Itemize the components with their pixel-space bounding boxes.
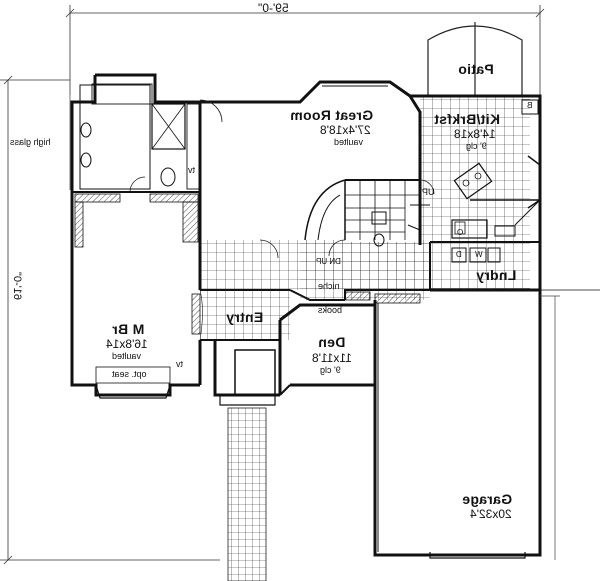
niche-label: niche (318, 281, 340, 291)
great-room-label: Great Room (290, 107, 374, 123)
books-label: books (318, 305, 343, 315)
b-mark-label: B (527, 101, 533, 110)
den-dims: 11x11'8 (312, 351, 352, 365)
master-closets (74, 193, 201, 335)
door-swings (129, 99, 435, 259)
patio-outline (427, 22, 523, 96)
den-note: 9' clg (320, 365, 341, 375)
master-bedroom-note: vaulted (112, 351, 142, 361)
left-dimension-line (0, 75, 220, 565)
stair-dn-up-label: DN UP (316, 257, 341, 266)
great-room-note: vaulted (334, 137, 364, 147)
garage-dims: 20x32'4 (470, 507, 512, 521)
great-room-walls (198, 80, 428, 240)
tv-bath-label: tv (188, 165, 196, 175)
front-walkway (227, 407, 267, 581)
kitchen-dims: 14'8x18 (454, 127, 496, 141)
bookshelf (344, 291, 421, 304)
garage-walls (373, 289, 600, 559)
kitchen-label: Kit/Brkfst (434, 111, 501, 127)
entry-label: Entry (226, 309, 264, 325)
great-room-dims: 27'4x18'8 (320, 123, 371, 137)
kitchen-note: 9' clg (466, 141, 487, 151)
o-mark-label: O (457, 228, 464, 237)
staircase (304, 179, 430, 247)
den-label: Den (318, 334, 346, 350)
entry-den-walls (198, 289, 430, 406)
patio-label: Patio (458, 61, 494, 77)
high-glass-label: high glass (10, 137, 51, 147)
master-bedroom-label: M Br (112, 321, 145, 337)
overall-depth-label: 61'-0" (11, 272, 23, 301)
site-lines (69, 95, 560, 560)
laundry-walls (429, 241, 540, 292)
master-suite-walls (70, 73, 202, 397)
opt-seat-bay (95, 366, 171, 399)
w-mark-label: W (475, 250, 483, 259)
garage-label: Garage (462, 491, 513, 507)
laundry-label: Lndry (476, 267, 517, 283)
stair-up-label: UP (422, 187, 435, 197)
kitchen-walls (418, 94, 542, 290)
d-mark-label: D (456, 250, 462, 259)
master-bedroom-dims: 16'8x14 (106, 337, 148, 351)
tv-master-label: tv (176, 359, 184, 369)
opt-seat-label: opt. seat (112, 369, 147, 379)
overall-width-label: 59'-0" (258, 1, 289, 15)
